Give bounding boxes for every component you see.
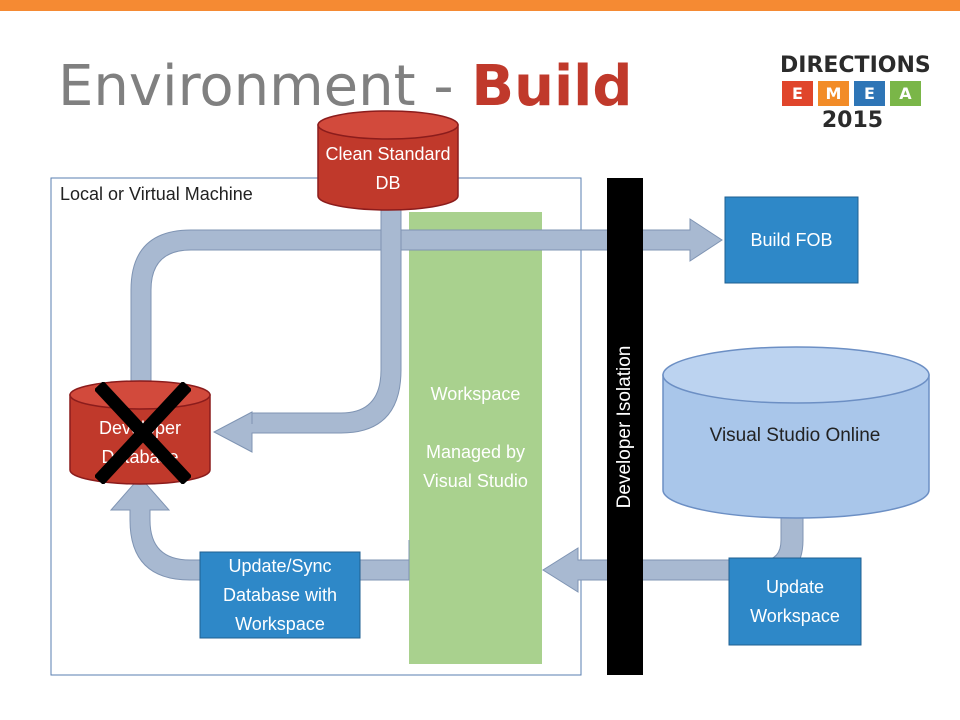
- clean-db-label: Clean Standard DB: [325, 144, 451, 193]
- clean-db-cylinder: [317, 110, 459, 211]
- title-accent: Build: [471, 54, 633, 119]
- x-mark-icon: [95, 382, 191, 484]
- workspace-label: Workspace Managed by Visual Studio: [423, 384, 528, 491]
- logo-year: 2015: [821, 108, 884, 133]
- update-workspace-label: Update Workspace: [750, 576, 840, 626]
- logo-word: DIRECTIONS: [780, 53, 931, 78]
- title-main: Environment -: [58, 54, 472, 119]
- logo-tile-e1: E: [782, 81, 813, 106]
- developer-isolation-label: Developer Isolation: [614, 345, 635, 508]
- directions-emea-logo: DIRECTIONS E M E A 2015: [780, 53, 931, 133]
- top-accent-bar: [0, 0, 960, 11]
- logo-tiles: E M E A: [782, 81, 923, 106]
- logo-tile-m: M: [818, 81, 849, 106]
- local-machine-label: Local or Virtual Machine: [60, 184, 253, 204]
- vso-cylinder: [662, 346, 930, 519]
- arrow-workspace-to-dev-db: [109, 476, 410, 581]
- local-machine-frame: [50, 177, 582, 676]
- arrow-clean-db-to-dev-db: [212, 205, 402, 453]
- page-title: Environment - Build: [58, 52, 632, 122]
- build-fob-label: Build FOB: [750, 229, 833, 250]
- update-sync-box: [199, 551, 361, 639]
- arrow-to-build-fob: [130, 218, 723, 389]
- workspace-column: [409, 212, 542, 664]
- vso-label: Visual Studio Online: [709, 425, 881, 446]
- update-workspace-box: [728, 557, 862, 646]
- update-sync-label: Update/Sync Database with Workspace: [222, 555, 338, 634]
- developer-isolation-bar: Developer Isolation: [607, 178, 643, 675]
- logo-tile-a: A: [890, 81, 921, 106]
- logo-tile-e2: E: [854, 81, 885, 106]
- build-fob-box: [724, 196, 859, 284]
